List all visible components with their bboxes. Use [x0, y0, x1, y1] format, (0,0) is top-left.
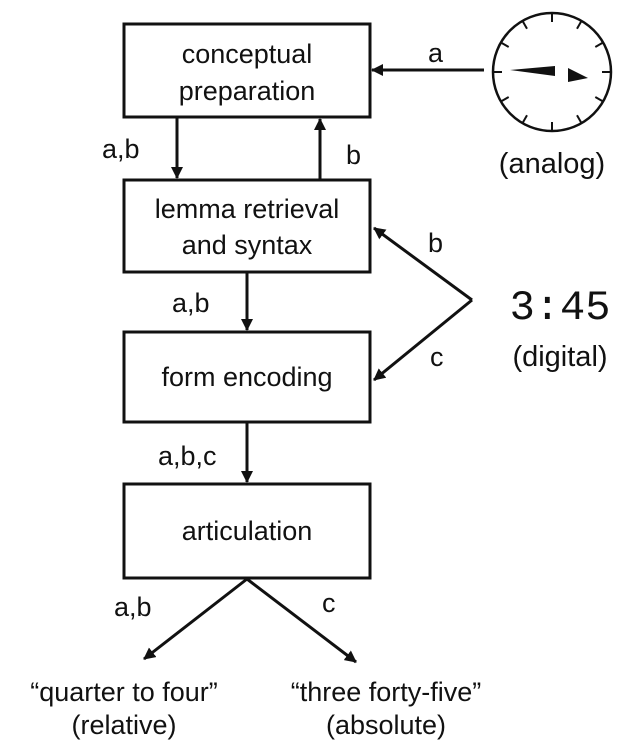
clock-tick	[576, 20, 583, 30]
label-clock-to-concept: a	[428, 38, 444, 68]
clock-tick	[576, 114, 583, 124]
box-form-line1: form encoding	[161, 362, 332, 392]
box-conceptual-line2: preparation	[179, 76, 316, 106]
output-absolute-phrase: “three forty-five”	[291, 677, 482, 707]
clock-hour-hand	[510, 66, 555, 76]
label-out-relative: a,b	[114, 592, 152, 622]
clock-tick	[521, 114, 528, 124]
label-lemma-to-form: a,b	[172, 288, 210, 318]
box-conceptual-preparation: conceptual preparation	[122, 22, 372, 119]
arrow-out-relative	[143, 577, 248, 661]
box-articulation: articulation	[122, 482, 372, 580]
digital-display: 3:45	[510, 284, 611, 332]
clock-tick	[594, 41, 604, 48]
arrow-digital-to-lemma	[373, 226, 473, 302]
output-absolute-caption: (absolute)	[326, 710, 446, 740]
clock-ticks	[493, 13, 611, 131]
clock-tick	[594, 96, 604, 103]
clock-tick	[500, 41, 510, 48]
label-digital-to-form: c	[430, 342, 444, 372]
clock-tick	[521, 20, 528, 30]
label-out-absolute: c	[322, 588, 336, 618]
arrow-digital-to-form	[373, 298, 473, 382]
label-form-to-articulation: a,b,c	[158, 441, 217, 471]
output-relative-phrase: “quarter to four”	[30, 677, 218, 707]
box-form-encoding: form encoding	[122, 330, 372, 424]
analog-clock-icon	[491, 11, 613, 133]
box-lemma-retrieval: lemma retrieval and syntax	[122, 178, 372, 274]
label-concept-to-lemma: a,b	[102, 134, 140, 164]
box-lemma-line1: lemma retrieval	[155, 194, 340, 224]
arrow-out-absolute	[246, 577, 357, 664]
digital-caption: (digital)	[512, 341, 607, 373]
clock-tick	[500, 96, 510, 103]
box-articulation-line1: articulation	[182, 516, 313, 546]
box-lemma-line2: and syntax	[182, 230, 313, 260]
output-relative-caption: (relative)	[71, 710, 176, 740]
box-conceptual-line1: conceptual	[182, 39, 313, 69]
clock-minute-hand	[568, 68, 588, 82]
analog-caption: (analog)	[499, 148, 605, 180]
label-digital-to-lemma: b	[428, 228, 443, 258]
label-lemma-to-concept: b	[346, 140, 361, 170]
